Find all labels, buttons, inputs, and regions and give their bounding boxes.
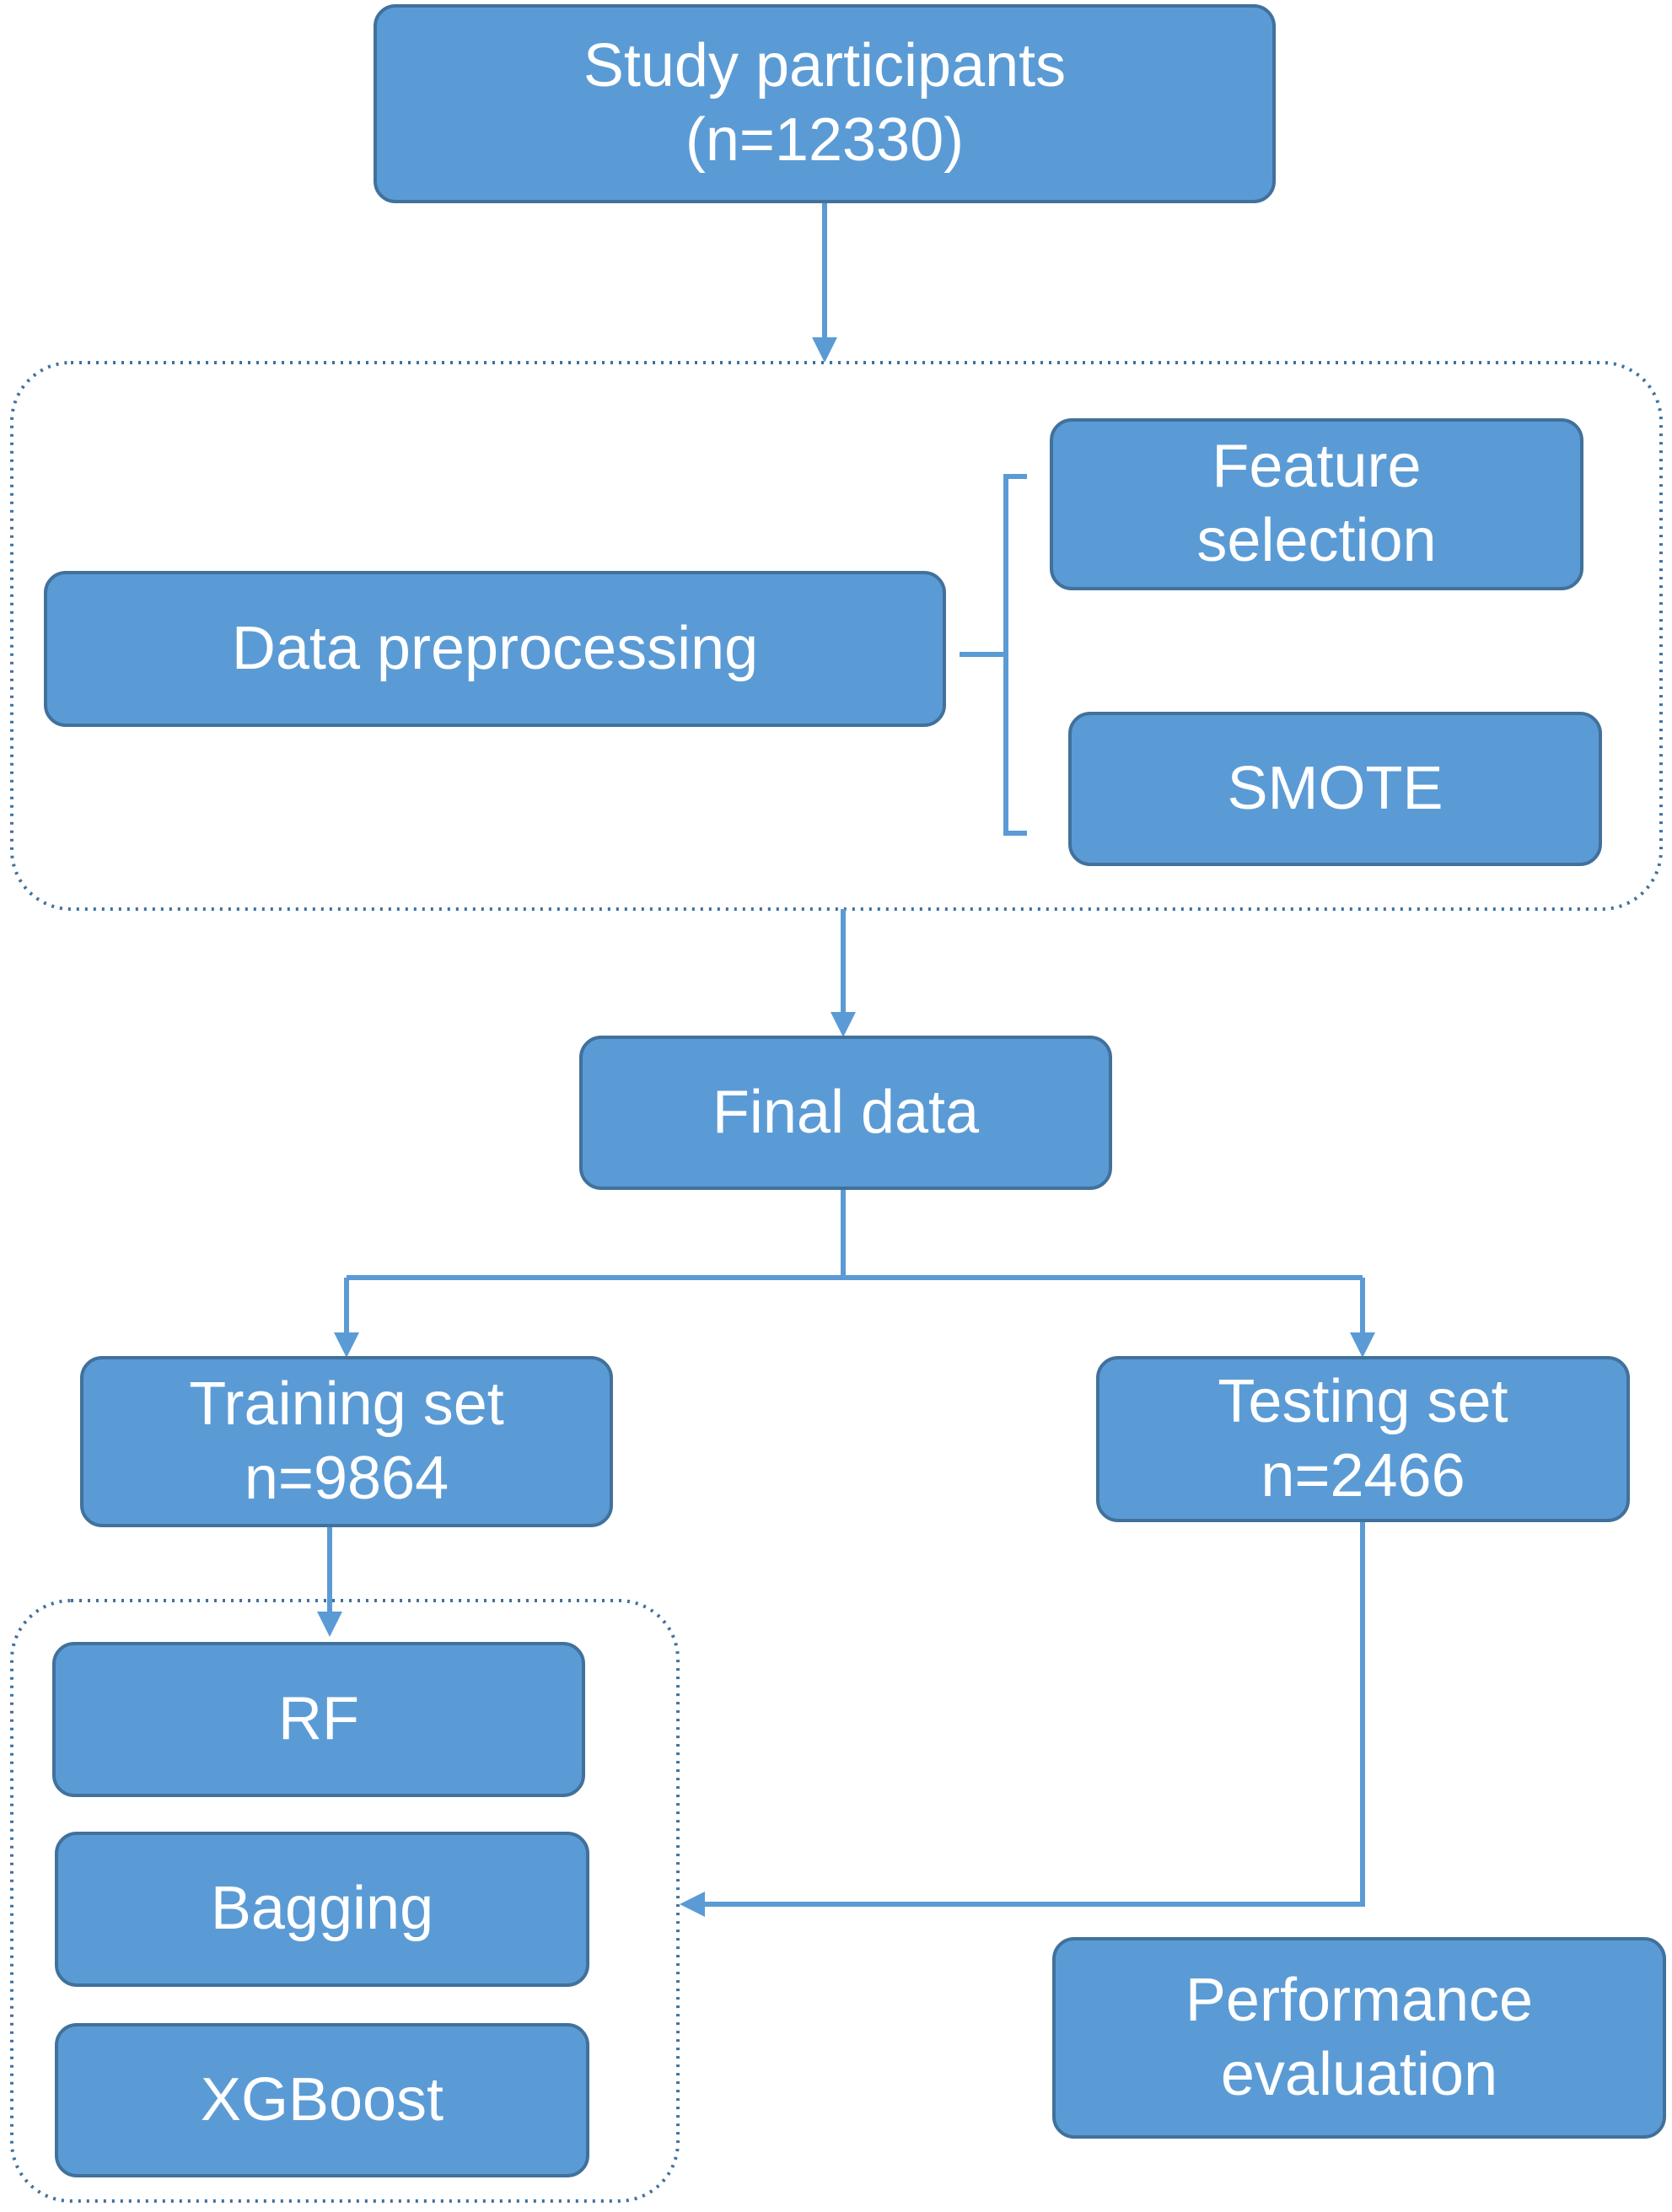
xgboost-box: XGBoost [55,2023,589,2177]
study-participants-box: Study participants (n=12330) [374,4,1276,203]
connector-final-data-split [347,1189,1363,1280]
feature-selection-box: Feature selection [1050,418,1583,590]
xgboost-label: XGBoost [200,2065,444,2134]
preprocessing-group-frame [10,361,1663,911]
performance-evaluation-line1: Performance [1185,1966,1534,2034]
arrow-testing-to-models [680,1522,1365,1917]
study-participants-title: Study participants [583,32,1067,100]
training-set-title: Training set [189,1370,504,1438]
testing-set-count: n=2466 [1261,1441,1465,1510]
final-data-box: Final data [579,1036,1112,1190]
rf-label: RF [278,1685,359,1753]
feature-selection-line2: selection [1196,507,1437,574]
study-participants-count: (n=12330) [685,106,965,174]
data-preprocessing-label: Data preprocessing [231,614,759,682]
training-set-box: Training set n=9864 [80,1356,613,1527]
bagging-label: Bagging [210,1875,434,1943]
training-set-count: n=9864 [244,1444,449,1512]
testing-set-title: Testing set [1218,1367,1508,1435]
performance-evaluation-line2: evaluation [1220,2040,1498,2108]
performance-evaluation-box: Performance evaluation [1052,1937,1666,2139]
testing-set-box: Testing set n=2466 [1096,1356,1630,1522]
preprocessing-bracket [1003,474,1027,836]
bagging-box: Bagging [55,1832,589,1987]
smote-box: SMOTE [1068,712,1602,866]
final-data-label: Final data [712,1078,980,1146]
feature-selection-line1: Feature [1212,433,1422,501]
data-preprocessing-box: Data preprocessing [44,571,946,727]
smote-label: SMOTE [1227,754,1444,822]
rf-box: RF [52,1642,585,1797]
